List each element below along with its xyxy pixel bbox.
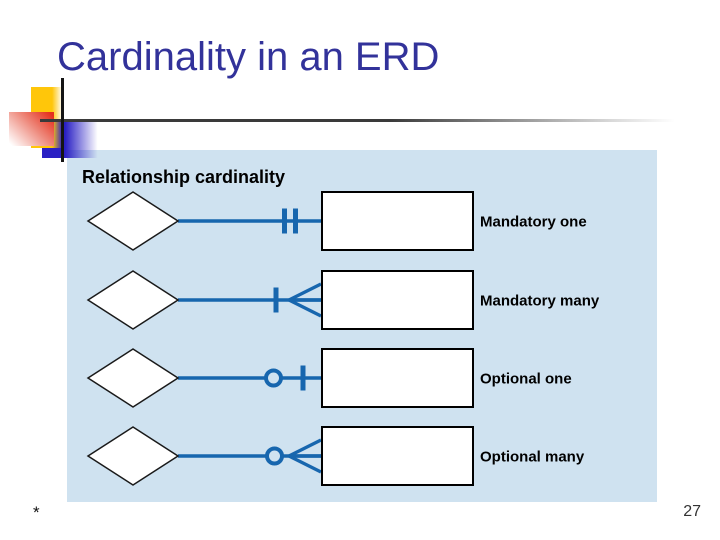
page-number: 27 [683,503,701,520]
cardinality-label: Mandatory many [480,293,600,310]
relationship-diamond [86,191,180,251]
cardinality-label: Mandatory one [480,214,587,231]
relationship-diamond [86,426,180,486]
erd-diagram: Relationship cardinality Mandatory oneMa… [82,167,600,486]
relationship-diamond [86,270,180,330]
entity-box [321,426,474,486]
cardinality-label: Optional many [480,449,585,466]
entity-box [321,348,474,408]
optional-circle-symbol [264,368,283,388]
cardinality-label: Optional one [480,371,572,388]
optional-circle-symbol [265,446,284,466]
slide-title: Cardinality in an ERD [57,35,440,79]
deco-vertical-rule [61,78,64,162]
diagram-heading: Relationship cardinality [82,167,285,187]
erd-row: Mandatory many [86,270,600,330]
deco-horizontal-rule [40,119,675,122]
crow-foot-symbol [288,282,322,318]
erd-row: Optional one [86,348,572,408]
deco-red-square [9,112,54,146]
crow-foot-symbol [288,438,322,474]
entity-box [321,270,474,330]
footnote-marker: * [33,503,40,522]
erd-row: Optional many [86,426,585,486]
entity-box [321,191,474,251]
erd-row: Mandatory one [86,191,587,251]
relationship-diamond [86,348,180,408]
